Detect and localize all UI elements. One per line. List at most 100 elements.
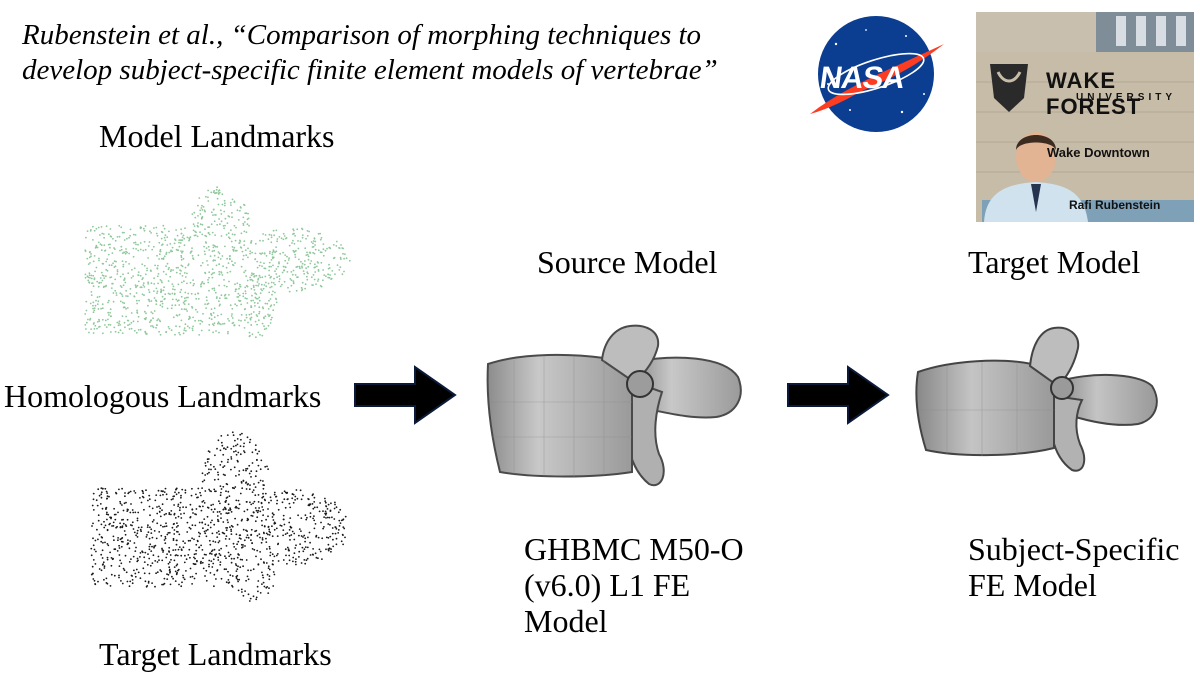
landmark-point xyxy=(183,578,186,581)
landmark-point xyxy=(237,460,239,463)
landmark-point xyxy=(314,271,317,273)
landmark-point xyxy=(289,517,292,519)
landmark-point xyxy=(118,576,120,579)
landmark-point xyxy=(224,448,227,451)
landmark-point xyxy=(218,331,220,334)
landmark-point xyxy=(150,319,152,321)
landmark-point xyxy=(295,558,297,560)
landmark-point xyxy=(180,295,183,298)
landmark-point xyxy=(162,258,165,260)
landmark-point xyxy=(131,579,134,581)
landmark-point xyxy=(221,274,224,276)
landmark-point xyxy=(298,258,300,261)
landmark-point xyxy=(186,521,189,524)
landmark-point xyxy=(98,295,101,298)
landmark-point xyxy=(106,543,109,545)
landmark-point xyxy=(236,209,239,212)
landmark-point xyxy=(156,571,159,574)
landmark-point xyxy=(92,274,95,277)
landmark-point xyxy=(224,245,226,248)
landmark-point xyxy=(292,229,295,232)
landmark-point xyxy=(172,285,175,288)
landmark-point xyxy=(218,270,221,273)
landmark-point xyxy=(225,568,228,571)
landmark-point xyxy=(208,271,211,274)
landmark-point xyxy=(94,539,97,542)
landmark-point xyxy=(220,313,223,316)
landmark-point xyxy=(206,472,209,475)
landmark-point xyxy=(224,297,227,300)
landmark-point xyxy=(148,545,151,548)
landmark-point xyxy=(180,250,182,252)
landmark-point xyxy=(223,284,226,287)
landmark-point xyxy=(110,517,112,520)
landmark-point xyxy=(321,558,323,560)
landmark-point xyxy=(118,488,120,491)
landmark-point xyxy=(210,318,213,321)
landmark-point xyxy=(325,505,328,508)
landmark-point xyxy=(244,308,247,310)
landmark-point xyxy=(84,249,87,252)
landmark-point xyxy=(153,227,155,229)
landmark-point xyxy=(257,277,260,280)
landmark-point xyxy=(258,533,261,535)
landmark-point xyxy=(200,283,202,286)
landmark-point xyxy=(302,536,304,538)
landmark-point xyxy=(274,270,276,273)
landmark-point xyxy=(268,261,271,264)
subject-line-2: FE Model xyxy=(968,567,1097,603)
landmark-point xyxy=(330,502,332,505)
landmark-point xyxy=(180,319,183,322)
landmark-point xyxy=(309,512,312,514)
landmark-point xyxy=(186,325,189,328)
landmark-point xyxy=(147,281,149,284)
landmark-point xyxy=(287,498,289,500)
landmark-point xyxy=(341,273,344,276)
landmark-point xyxy=(213,488,216,491)
landmark-point xyxy=(165,253,167,255)
landmark-point xyxy=(272,290,274,293)
landmark-point xyxy=(212,259,215,262)
landmark-point xyxy=(112,521,115,524)
landmark-point xyxy=(222,453,225,456)
landmark-point xyxy=(214,245,217,248)
landmark-point xyxy=(171,304,174,307)
landmark-point xyxy=(106,497,108,500)
landmark-point xyxy=(329,274,331,276)
landmark-point xyxy=(86,230,89,232)
landmark-point xyxy=(261,571,263,574)
landmark-point xyxy=(111,525,113,527)
landmark-point xyxy=(240,232,243,235)
landmark-point xyxy=(259,479,262,482)
landmark-point xyxy=(316,265,318,268)
landmark-point xyxy=(164,535,167,538)
landmark-point xyxy=(307,258,310,261)
landmark-point xyxy=(112,557,114,560)
landmark-point xyxy=(348,259,351,262)
landmark-point xyxy=(125,308,127,310)
landmark-point xyxy=(156,290,159,293)
landmark-point xyxy=(334,501,336,504)
landmark-point xyxy=(172,498,174,500)
landmark-point xyxy=(292,493,295,496)
landmark-point xyxy=(173,522,175,525)
landmark-point xyxy=(220,220,223,223)
landmark-point xyxy=(295,289,298,292)
landmark-point xyxy=(255,293,258,295)
landmark-point xyxy=(291,497,294,500)
landmark-point xyxy=(149,526,151,529)
landmark-point xyxy=(288,244,291,247)
landmark-point xyxy=(153,310,156,312)
nasa-logo-text: NASA xyxy=(817,60,907,95)
landmark-point xyxy=(261,583,263,585)
landmark-point xyxy=(214,259,217,262)
landmark-point xyxy=(285,554,287,557)
landmark-point xyxy=(153,530,156,532)
landmark-point xyxy=(207,281,210,284)
landmark-point xyxy=(238,287,240,290)
landmark-point xyxy=(317,269,320,271)
landmark-point xyxy=(215,214,217,216)
landmark-point xyxy=(95,299,97,302)
landmark-point xyxy=(208,289,210,292)
landmark-point xyxy=(306,278,309,281)
